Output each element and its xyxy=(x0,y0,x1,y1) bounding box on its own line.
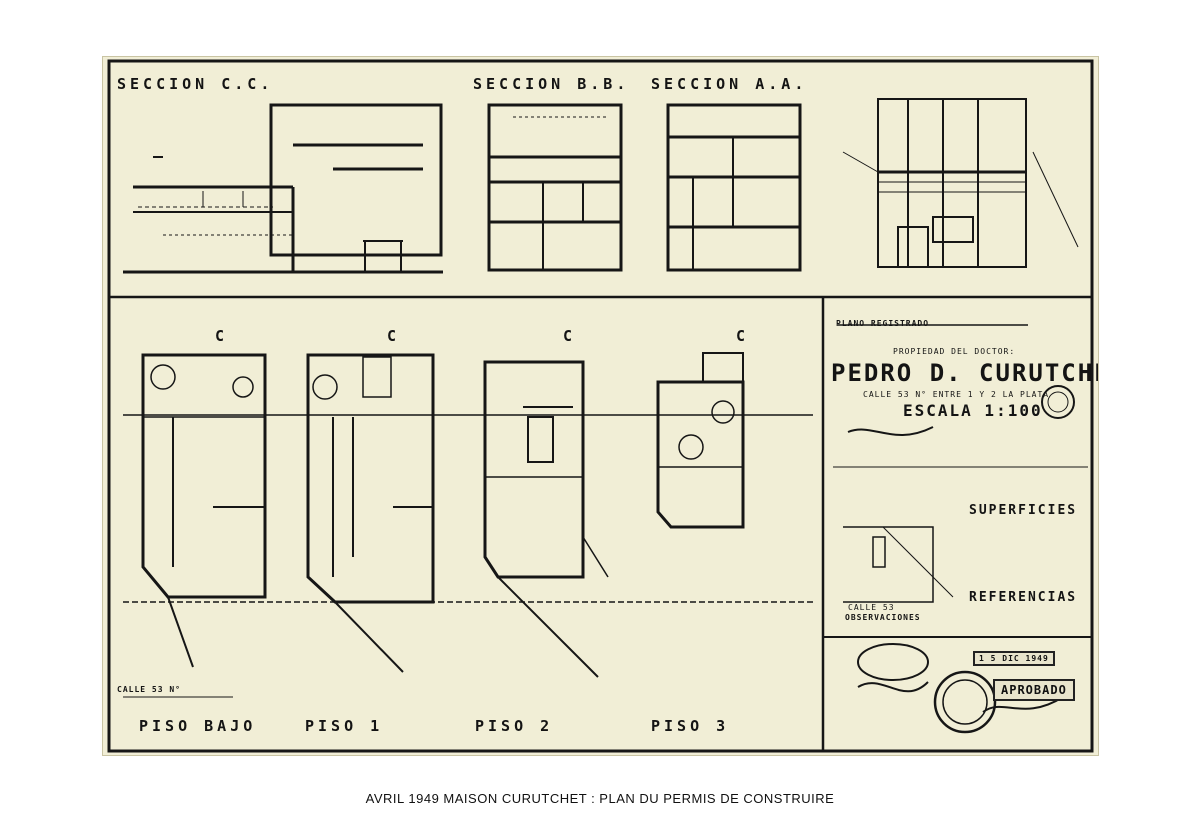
section-aa-label: SECCION A.A. xyxy=(651,75,808,93)
section-aa-drawing xyxy=(666,103,802,272)
section-bb-drawing xyxy=(487,103,623,272)
blueprint-drawing xyxy=(107,59,1094,753)
blueprint-sheet: SECCION C.C. SECCION B.B. SECCION A.A. P… xyxy=(102,56,1099,756)
section-cc-drawing xyxy=(123,103,443,274)
plan-piso-bajo xyxy=(123,353,267,698)
plan-label-piso-2: PISO 2 xyxy=(475,717,554,735)
street-label: CALLE 53 N° xyxy=(117,685,181,694)
plan-label-piso-3: PISO 3 xyxy=(651,717,730,735)
plan-label-piso-1: PISO 1 xyxy=(305,717,384,735)
plan-piso-1 xyxy=(306,353,435,673)
cut-marker: C xyxy=(736,327,750,345)
plan-piso-2 xyxy=(483,360,609,678)
owner-line: PROPIEDAD DEL DOCTOR: xyxy=(893,347,1016,356)
scale-label: ESCALA 1:100 xyxy=(903,401,1043,420)
elevation-drawing xyxy=(842,98,1079,268)
cut-marker: C xyxy=(215,327,229,345)
cut-marker: C xyxy=(563,327,577,345)
superficies-label: SUPERFICIES xyxy=(969,503,1078,518)
plano-label: PLANO REGISTRADO xyxy=(836,319,930,328)
approved-stamp: APROBADO xyxy=(993,679,1075,701)
cut-marker: C xyxy=(387,327,401,345)
street-small-label: CALLE 53 xyxy=(848,603,895,612)
references-label: REFERENCIAS xyxy=(969,590,1078,605)
observaciones-label: OBSERVACIONES xyxy=(845,613,921,622)
address: CALLE 53 N° ENTRE 1 Y 2 LA PLATA xyxy=(863,390,1050,399)
plan-label-piso-bajo: PISO BAJO xyxy=(139,717,257,735)
plan-piso-3 xyxy=(656,352,745,529)
approval-date-stamp: 1 5 DIC 1949 xyxy=(973,651,1055,666)
page-caption: AVRIL 1949 MAISON CURUTCHET : PLAN DU PE… xyxy=(365,791,835,806)
section-cc-label: SECCION C.C. xyxy=(117,75,274,93)
owner-name: PEDRO D. CURUTCHET xyxy=(831,359,1099,387)
section-bb-label: SECCION B.B. xyxy=(473,75,630,93)
